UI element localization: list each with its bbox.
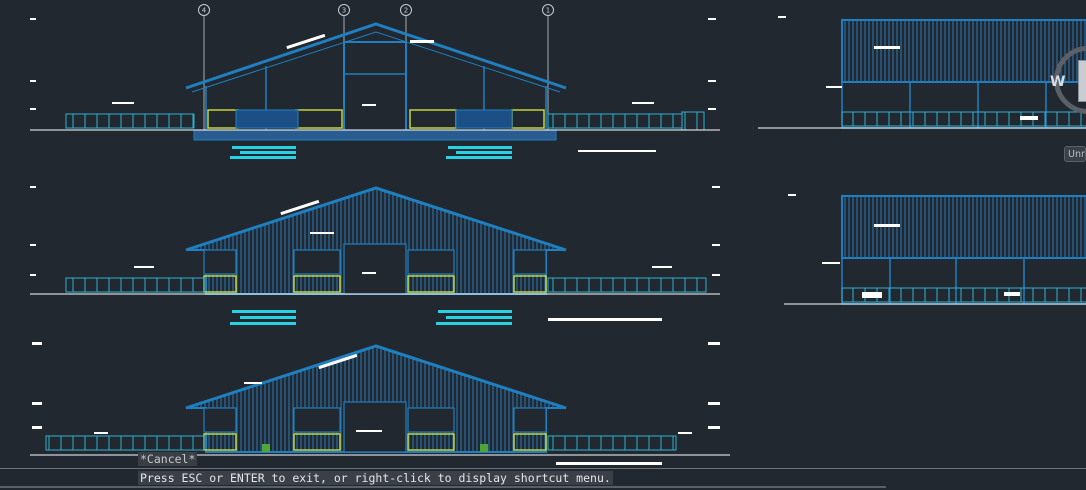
grid-bubble-1	[542, 4, 554, 16]
grid-label-1: 1	[546, 7, 550, 15]
command-history: *Cancel*	[138, 452, 198, 466]
grid-label-2: 2	[404, 7, 408, 15]
level-markers	[30, 16, 796, 429]
grid-label-4: 4	[202, 7, 207, 15]
grid-bubble-3	[338, 4, 350, 16]
viewcube-face[interactable]	[1078, 60, 1086, 102]
command-prompt[interactable]: Press ESC or ENTER to exit, or right-cli…	[138, 471, 613, 485]
status-bar-strip	[0, 486, 886, 488]
grid-bubbles	[198, 4, 554, 16]
unnamed-view-button[interactable]: Unn	[1064, 146, 1086, 162]
viewcube-compass-letter[interactable]: W	[1050, 74, 1066, 90]
command-line-separator	[0, 468, 1086, 469]
elevation-view-2	[30, 186, 720, 325]
viewcube[interactable]: W	[1048, 44, 1086, 116]
grid-bubble-4	[198, 4, 210, 16]
grid-bubble-2	[400, 4, 412, 16]
elevation-view-3	[30, 344, 730, 465]
side-elevation-top	[758, 19, 1086, 129]
elevation-view-1	[30, 16, 720, 159]
grid-label-3: 3	[342, 7, 346, 15]
side-elevation-bottom	[784, 195, 1086, 305]
